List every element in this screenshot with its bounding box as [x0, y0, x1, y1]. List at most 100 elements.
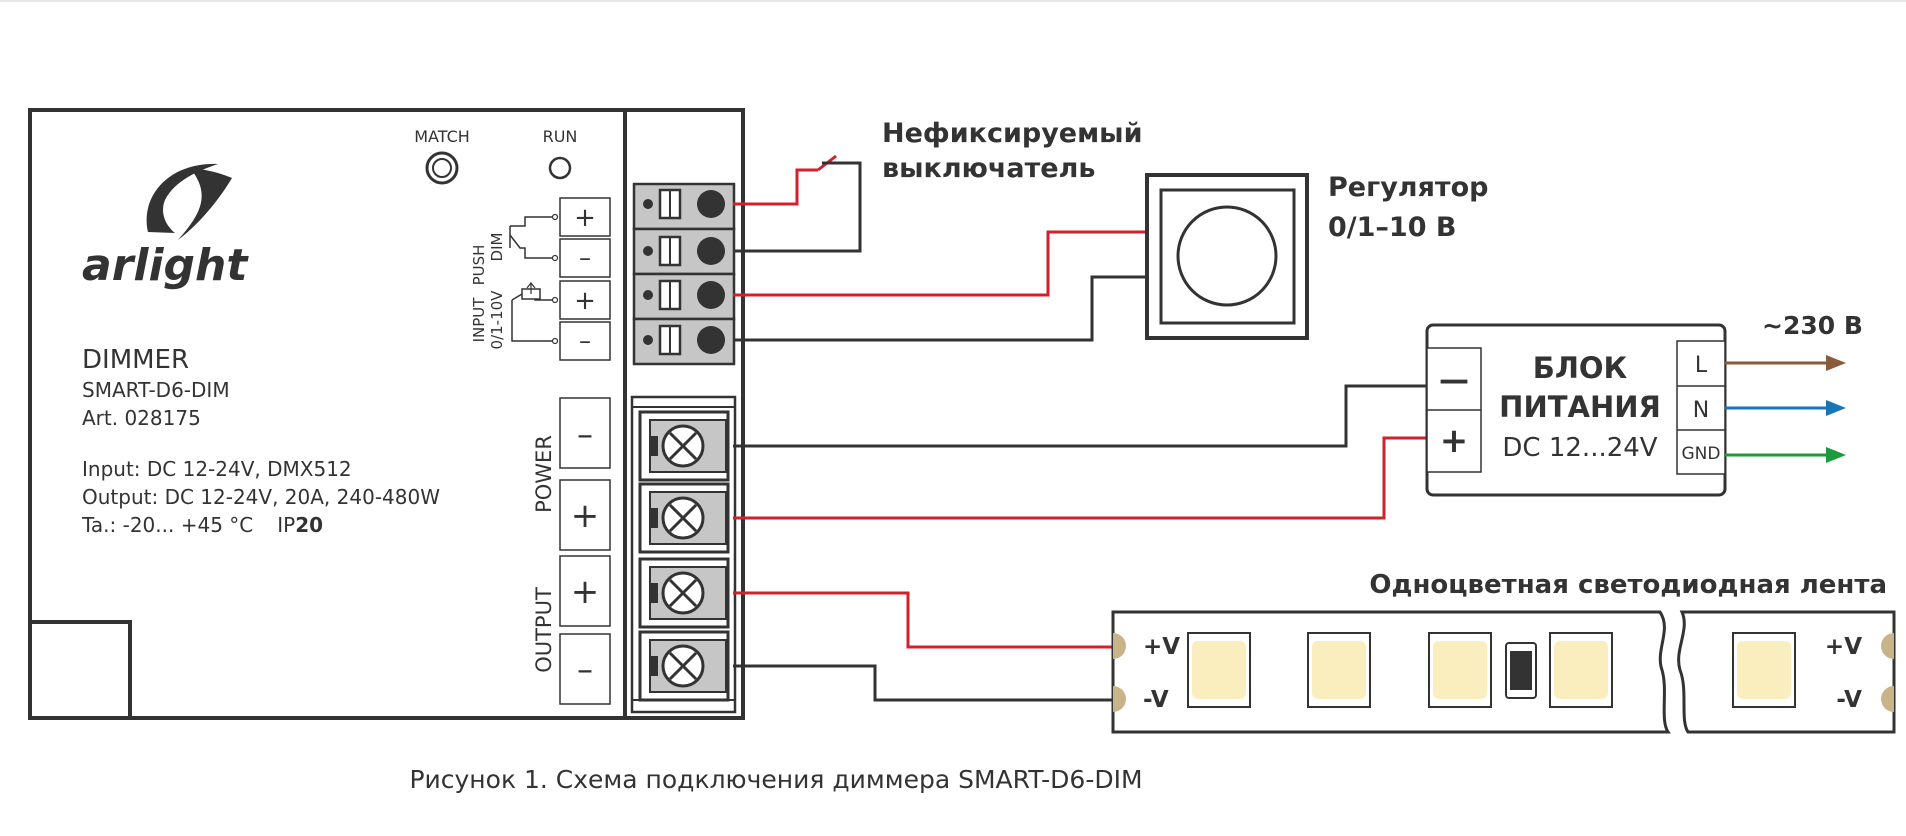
- screw-slot: [668, 431, 698, 461]
- screw-terminal-notch: [650, 583, 658, 603]
- wire-output-negative: [733, 664, 1128, 702]
- terminal-release-dot: [643, 246, 653, 256]
- power-label: POWER: [532, 435, 556, 513]
- psu-plus: +: [1440, 421, 1469, 461]
- wire-regulator-positive: [733, 230, 1145, 297]
- push-label: PUSH: [470, 245, 488, 286]
- control-terminals-markings: + – + – PUSH DIM INPUT 0/1-10V: [470, 197, 611, 361]
- terminal-release-dot: [643, 335, 653, 345]
- dim-label: DIM: [488, 233, 506, 262]
- led-chip-emitter: [1554, 641, 1608, 699]
- screw-terminal-notch: [650, 508, 658, 528]
- mains-wire-n-arrow: [1826, 400, 1846, 416]
- control-terminal-block: [632, 182, 736, 366]
- input-plus: +: [574, 286, 596, 316]
- input-minus: –: [579, 327, 591, 355]
- strip-title: Одноцветная светодиодная лента: [1369, 570, 1887, 600]
- psu-title-line1: БЛОК: [1533, 351, 1628, 385]
- terminal-wire-hole: [697, 237, 725, 265]
- run-led: [548, 156, 572, 180]
- power-plus: +: [571, 496, 600, 536]
- screw-terminal-notch: [650, 656, 658, 676]
- led-chip-emitter: [1433, 641, 1487, 699]
- brand-wordmark: arlight: [82, 240, 249, 291]
- screw-terminal-block: [630, 395, 737, 714]
- terminal-wire-hole: [697, 190, 725, 218]
- switch-label-line1: Нефиксируемый: [882, 118, 1143, 149]
- match-button-inner: [432, 158, 452, 178]
- power-output-markings: – + + – POWER OUTPUT: [532, 397, 611, 705]
- wire-power-positive: [733, 436, 1427, 520]
- pad-plus-label-right: +V: [1825, 634, 1862, 660]
- push-dim-plus: +: [574, 203, 596, 233]
- output-plus: +: [571, 572, 600, 612]
- pad-plus-left: [1113, 633, 1126, 659]
- input-range-label: 0/1-10V: [488, 290, 506, 350]
- pad-minus-left: [1113, 686, 1126, 712]
- wire-output-positive: [733, 591, 1128, 649]
- arlight-logo: arlight: [82, 163, 249, 291]
- pad-plus-label-left: +V: [1143, 634, 1180, 660]
- regulator-knob[interactable]: [1176, 205, 1278, 307]
- power-minus: –: [577, 415, 593, 453]
- match-label: MATCH: [414, 127, 470, 146]
- mains-wire-gnd-arrow: [1826, 447, 1846, 463]
- terminal-wire-hole: [697, 326, 725, 354]
- switch-label-line2: выключатель: [882, 153, 1095, 184]
- screw-terminal-notch: [650, 436, 658, 456]
- psu-term-n: N: [1693, 398, 1709, 423]
- run-label: RUN: [543, 127, 578, 146]
- led-chips: [1187, 632, 1796, 708]
- pad-plus-right: [1881, 633, 1894, 659]
- regulator: Регулятор 0/1–10 В: [1145, 172, 1488, 340]
- regulator-label-line2: 0/1–10 В: [1328, 212, 1457, 243]
- psu-minus: —: [1439, 363, 1469, 398]
- ip-value: 20: [295, 513, 323, 537]
- mains-label: ~230 В: [1762, 311, 1863, 340]
- output-label: OUTPUT: [532, 587, 556, 673]
- led-chip-emitter: [1312, 641, 1366, 699]
- input-label: INPUT: [470, 297, 488, 343]
- wires: [733, 154, 1427, 702]
- wire-regulator-negative: [733, 275, 1145, 342]
- ip-prefix: IP: [277, 513, 295, 537]
- temp-spec: Ta.: -20... +45 °C: [81, 513, 253, 537]
- output-minus: –: [577, 650, 593, 688]
- push-dim-minus: –: [579, 244, 591, 272]
- terminal-release-dot: [643, 199, 653, 209]
- pad-minus-right: [1881, 686, 1894, 712]
- psu-term-gnd: GND: [1682, 444, 1721, 464]
- mains-wire-l-arrow: [1826, 355, 1846, 371]
- output-spec: Output: DC 12-24V, 20A, 240-480W: [82, 485, 440, 509]
- model-name: SMART-D6-DIM: [82, 378, 230, 402]
- led-chip-emitter: [1737, 641, 1791, 699]
- dimmer-device: arlight MATCH RUN DIMMER SMART-D6-DIM Ar…: [28, 108, 745, 720]
- wire-power-negative: [733, 384, 1427, 448]
- pad-minus-label-left: -V: [1143, 687, 1169, 713]
- wire-switch-positive: [733, 168, 818, 206]
- input-spec: Input: DC 12-24V, DMX512: [82, 457, 352, 481]
- figure-caption: Рисунок 1. Схема подключения диммера SMA…: [409, 765, 1142, 794]
- match-button[interactable]: [425, 151, 459, 185]
- wire-switch-negative: [733, 161, 862, 253]
- pad-minus-label-right: -V: [1836, 687, 1862, 713]
- power-supply: — + БЛОК ПИТАНИЯ DC 12...24V L N GND ~23…: [1425, 311, 1863, 497]
- terminal-release-dot: [643, 290, 653, 300]
- corner-square: [28, 620, 132, 720]
- screw-slot: [668, 651, 698, 681]
- mains-wires: [1725, 355, 1846, 463]
- regulator-label-line1: Регулятор: [1328, 172, 1488, 203]
- led-strip: Одноцветная светодиодная лента +V -V +V …: [1111, 570, 1896, 734]
- screw-slot: [668, 578, 698, 608]
- psu-title-line2: ПИТАНИЯ: [1499, 390, 1661, 424]
- terminal-wire-hole: [697, 281, 725, 309]
- psu-term-l: L: [1695, 353, 1708, 378]
- article-number: Art. 028175: [82, 406, 201, 430]
- model-title: DIMMER: [82, 345, 189, 375]
- psu-voltage: DC 12...24V: [1502, 433, 1657, 463]
- led-chip-emitter: [1192, 641, 1246, 699]
- screw-slot: [668, 503, 698, 533]
